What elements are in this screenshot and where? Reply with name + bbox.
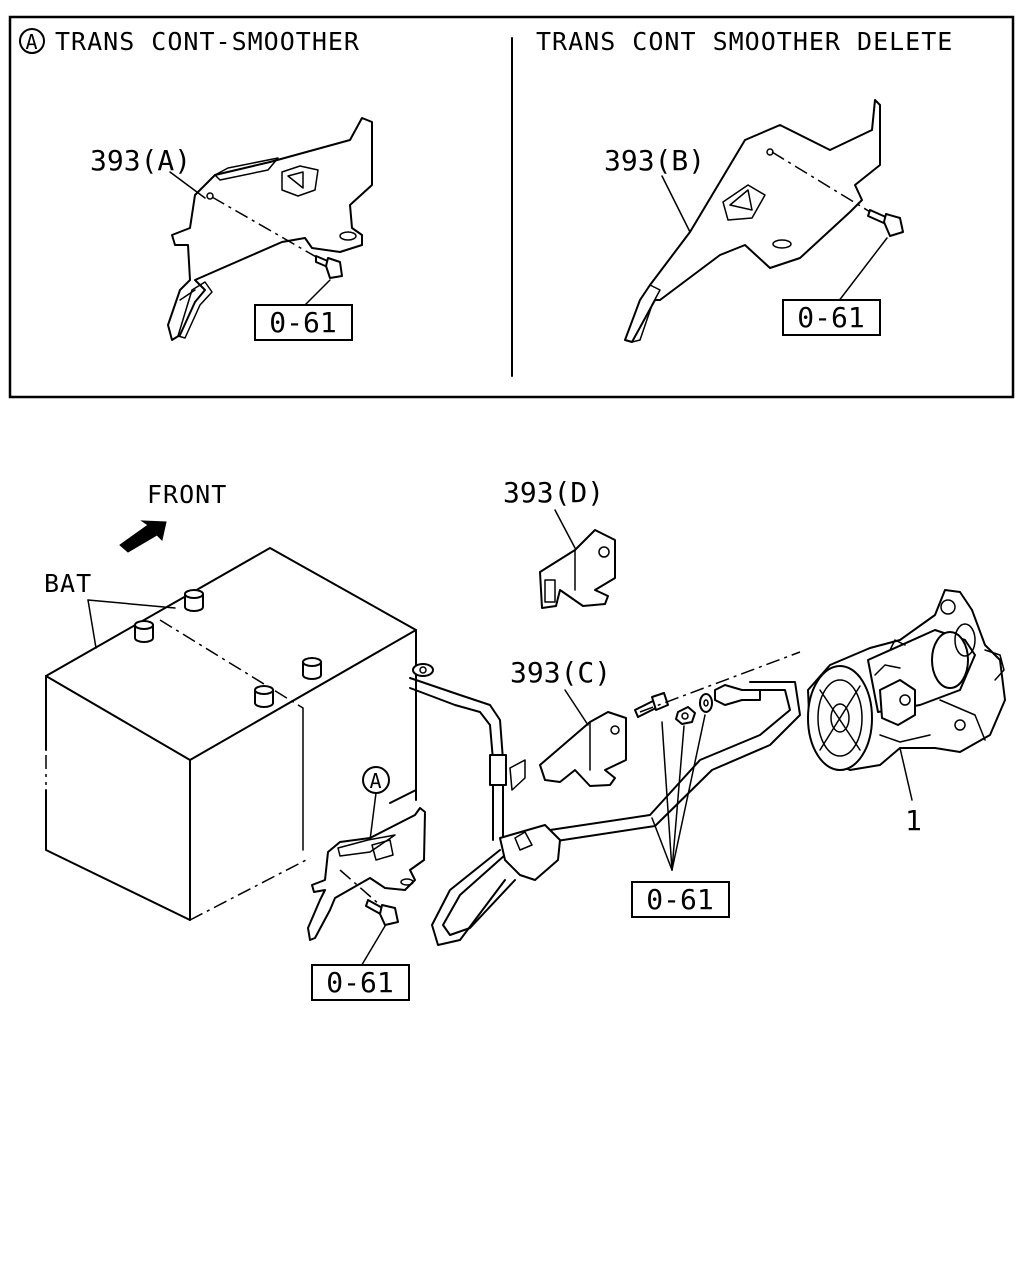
marker-a-letter: A bbox=[25, 30, 38, 54]
leader-hw-3 bbox=[671, 714, 706, 871]
marker-a-circle bbox=[19, 28, 45, 54]
ref-left: 0-61 bbox=[269, 306, 336, 339]
leader-bolt-right bbox=[837, 237, 888, 303]
bracket-a-main bbox=[307, 807, 426, 941]
starter-motor bbox=[807, 589, 1006, 771]
bracket-393b bbox=[624, 99, 881, 343]
bolt-left bbox=[315, 255, 343, 279]
leader-bat-1 bbox=[87, 599, 97, 649]
bolt-main bbox=[365, 899, 399, 926]
leader-hw-2 bbox=[671, 725, 685, 871]
ref-box-bottom bbox=[311, 964, 410, 1001]
leader-marker-a bbox=[369, 792, 377, 841]
leader-393a bbox=[169, 171, 206, 199]
ref-box-center bbox=[631, 881, 730, 918]
label-393c: 393(C) bbox=[510, 656, 611, 689]
front-arrow-icon bbox=[119, 520, 167, 553]
front-label: FRONT bbox=[147, 480, 227, 509]
label-393a: 393(A) bbox=[90, 144, 191, 177]
leader-hw-4 bbox=[651, 817, 673, 871]
bracket-393a bbox=[167, 117, 373, 341]
leader-393c bbox=[564, 689, 589, 726]
bolt-axis-main bbox=[339, 869, 381, 906]
battery bbox=[45, 547, 417, 921]
inset-border bbox=[8, 15, 1015, 399]
leader-bolt-main bbox=[359, 925, 386, 969]
bracket-393d bbox=[539, 529, 616, 609]
ref-center: 0-61 bbox=[646, 883, 713, 916]
leader-hw-1 bbox=[661, 721, 673, 871]
bracket-393c bbox=[539, 711, 627, 787]
bolt-right bbox=[867, 209, 904, 237]
leader-393d bbox=[554, 509, 576, 549]
battery-cable bbox=[409, 663, 801, 946]
bolt-axis-right bbox=[771, 151, 881, 219]
ref-right: 0-61 bbox=[797, 301, 864, 334]
ref-bottom: 0-61 bbox=[326, 966, 393, 999]
ref-box-right bbox=[782, 299, 881, 336]
left-title: TRANS CONT-SMOOTHER bbox=[55, 27, 360, 56]
label-393b: 393(B) bbox=[604, 144, 705, 177]
inset-panel: A TRANS CONT-SMOOTHER TRANS CONT SMOOTHE… bbox=[8, 15, 1015, 399]
starter-ref: 1 bbox=[905, 804, 922, 837]
hardware-group bbox=[634, 651, 801, 725]
leader-starter bbox=[899, 747, 913, 801]
marker-a-main-letter: A bbox=[369, 769, 382, 793]
leader-393b bbox=[661, 175, 691, 233]
battery-label: BAT bbox=[44, 569, 92, 598]
bolt-axis-left bbox=[211, 196, 326, 263]
ref-box-left bbox=[254, 304, 353, 341]
right-title: TRANS CONT SMOOTHER DELETE bbox=[536, 27, 953, 56]
leader-bat-2 bbox=[87, 599, 176, 609]
label-393d: 393(D) bbox=[503, 476, 604, 509]
